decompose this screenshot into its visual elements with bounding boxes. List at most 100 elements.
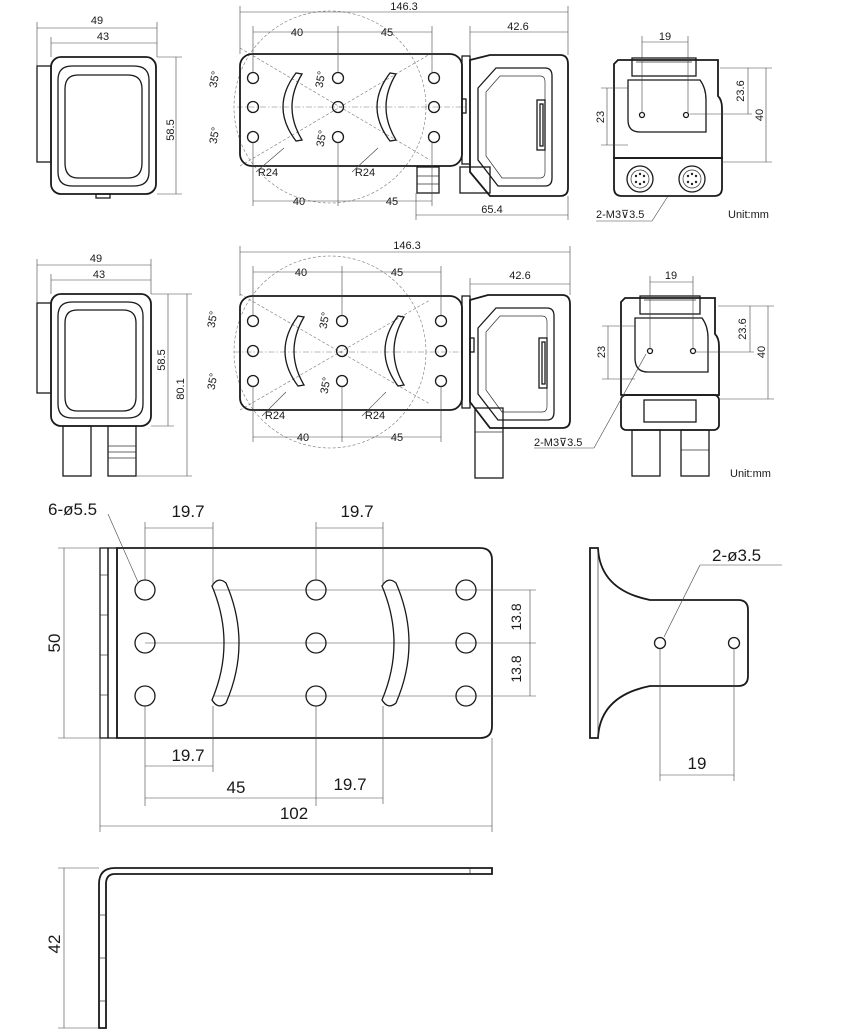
view2-side-hole bbox=[335, 344, 349, 358]
bracket-plate-view: 19.7 19.7 6-ø5.5 50 13.8 13.8 19.7 45 19… bbox=[45, 500, 536, 832]
view1-side-bottom-pitch-2: 45 bbox=[386, 196, 398, 208]
view2-front-height-2: 80.1 bbox=[175, 378, 187, 399]
view2-front-side-tab bbox=[36, 302, 52, 394]
view1-side-connector bbox=[459, 166, 491, 194]
view2-unit-label: Unit:mm bbox=[730, 468, 771, 480]
view1-rear-thread-note: 2-M3⊽3.5 bbox=[596, 209, 644, 221]
view1-front-height: 58.5 bbox=[165, 119, 177, 140]
view2-side-bottom-pitch-1: 40 bbox=[297, 432, 309, 444]
bracket-side-hole-spacing: 19 bbox=[688, 754, 707, 773]
view1-side-top-pitch-1: 40 bbox=[291, 27, 303, 39]
view1-front-bezel bbox=[57, 65, 150, 187]
view2-side-slot bbox=[284, 315, 306, 387]
view2-side-connector bbox=[474, 407, 504, 479]
view2-rear: 19 23 23.6 40 2-M3⊽3.5 Unit:mm bbox=[534, 270, 774, 480]
bracket-row-pitch-1: 13.8 bbox=[508, 603, 524, 630]
view1-rear-top-latch bbox=[631, 57, 697, 77]
view2-front: 49 43 58.5 80.1 bbox=[36, 253, 192, 477]
view2-side-hole bbox=[335, 314, 349, 328]
bracket-l-shape bbox=[98, 867, 493, 1029]
view2-rear-hole-spacing: 19 bbox=[665, 270, 677, 282]
view2-front-body bbox=[50, 293, 152, 427]
view2-side-hole bbox=[246, 374, 260, 388]
view1-rear-left-height: 23 bbox=[595, 111, 607, 123]
view2-front-width-inner: 43 bbox=[93, 269, 105, 281]
view1-side-connector-len: 65.4 bbox=[481, 204, 502, 216]
view1-side-hole bbox=[246, 100, 260, 114]
view2-rear-connector bbox=[631, 429, 661, 477]
view2-front-height-1: 58.5 bbox=[156, 349, 168, 370]
bracket-hole-note: 6-ø5.5 bbox=[48, 500, 97, 519]
view2-front-connector bbox=[107, 425, 137, 477]
view2-side-hole bbox=[246, 344, 260, 358]
view2-side-top-pitch-2: 45 bbox=[391, 267, 403, 279]
view1-side-hole bbox=[331, 100, 345, 114]
view1-side-hole bbox=[246, 130, 260, 144]
view1-side-hole bbox=[427, 130, 441, 144]
bracket-slot bbox=[211, 579, 240, 707]
view1-side-radius-1: R24 bbox=[258, 167, 278, 179]
bracket-total-length: 102 bbox=[280, 804, 308, 823]
view1-side-slot bbox=[282, 72, 304, 142]
bracket-hole bbox=[455, 632, 477, 654]
view2-rear-hole bbox=[689, 347, 697, 355]
bracket-slot-width-1: 19.7 bbox=[171, 502, 204, 521]
view1-side: 146.3 40 45 42.6 40 45 65.4 35° 35° 35° … bbox=[208, 1, 569, 220]
bracket-l-profile: 42 bbox=[45, 867, 493, 1029]
bracket-side-view: 2-ø3.5 19 bbox=[589, 546, 782, 781]
view2-side-angle-3: 35° bbox=[318, 311, 333, 329]
view1-side-slot bbox=[376, 72, 398, 142]
bracket-bottom-2: 45 bbox=[227, 778, 246, 797]
view1-side-top-pitch-2: 45 bbox=[381, 27, 393, 39]
view2-rear-body bbox=[620, 297, 720, 396]
view1-front-foot bbox=[95, 193, 111, 199]
view2-side-head bbox=[469, 294, 571, 429]
view1-side-hole bbox=[427, 71, 441, 85]
view1-front-body bbox=[50, 56, 157, 195]
view1-side-bottom-pitch-1: 40 bbox=[293, 196, 305, 208]
view1-rear-hole bbox=[682, 111, 690, 119]
view2-front-width-outer: 49 bbox=[90, 253, 102, 265]
bracket-hole bbox=[455, 685, 477, 707]
view2-side-slot bbox=[384, 315, 406, 387]
view2-side-radius-1: R24 bbox=[265, 410, 285, 422]
bracket-slot bbox=[381, 579, 410, 707]
view1-rear-plate bbox=[627, 79, 707, 133]
view1-front-width-outer: 49 bbox=[91, 15, 103, 27]
view1-side-hole bbox=[331, 130, 345, 144]
view1-rear-hole-spacing: 19 bbox=[659, 31, 671, 43]
view2-side-top-pitch-1: 40 bbox=[295, 267, 307, 279]
view2-side-angle-4: 35° bbox=[319, 376, 334, 394]
view1-rear-hole bbox=[638, 111, 646, 119]
view2-side: 146.3 40 45 42.6 40 45 35° 35° 35° 35° R… bbox=[206, 240, 571, 479]
bracket-side-hole-note: 2-ø3.5 bbox=[712, 546, 761, 565]
view1-front-side-tab bbox=[36, 65, 52, 163]
bracket-slot-width-2: 19.7 bbox=[340, 502, 373, 521]
view1-side-head bbox=[469, 54, 569, 197]
view1-rear-right-height-1: 23.6 bbox=[735, 80, 747, 101]
view2-side-hole bbox=[246, 314, 260, 328]
bracket-bend-edge bbox=[99, 547, 109, 739]
bracket-hole bbox=[134, 579, 156, 601]
view1-side-overall: 146.3 bbox=[390, 1, 418, 13]
view2-side-radius-2: R24 bbox=[365, 410, 385, 422]
bracket-hole bbox=[305, 632, 327, 654]
view1-front-width-inner: 43 bbox=[97, 31, 109, 43]
view2-side-angle-1: 35° bbox=[206, 310, 221, 328]
view2-rear-right-height-1: 23.6 bbox=[737, 318, 749, 339]
view2-rear-hole bbox=[646, 347, 654, 355]
view1-side-hole bbox=[427, 100, 441, 114]
view2-front-connector bbox=[62, 425, 92, 477]
view1-side-head-len: 42.6 bbox=[507, 21, 528, 33]
bracket-side-hole bbox=[653, 636, 667, 650]
view2-side-bottom-pitch-2: 45 bbox=[391, 432, 403, 444]
view2-side-overall: 146.3 bbox=[393, 240, 421, 252]
bracket-bottom-3: 19.7 bbox=[333, 775, 366, 794]
view2-front-window bbox=[64, 309, 137, 412]
view1-side-connector bbox=[416, 166, 440, 194]
view2-side-head-len: 42.6 bbox=[509, 270, 530, 282]
view1-side-angle-4: 35° bbox=[315, 129, 330, 147]
view2-side-hole bbox=[434, 314, 448, 328]
bracket-bottom-1: 19.7 bbox=[171, 746, 204, 765]
